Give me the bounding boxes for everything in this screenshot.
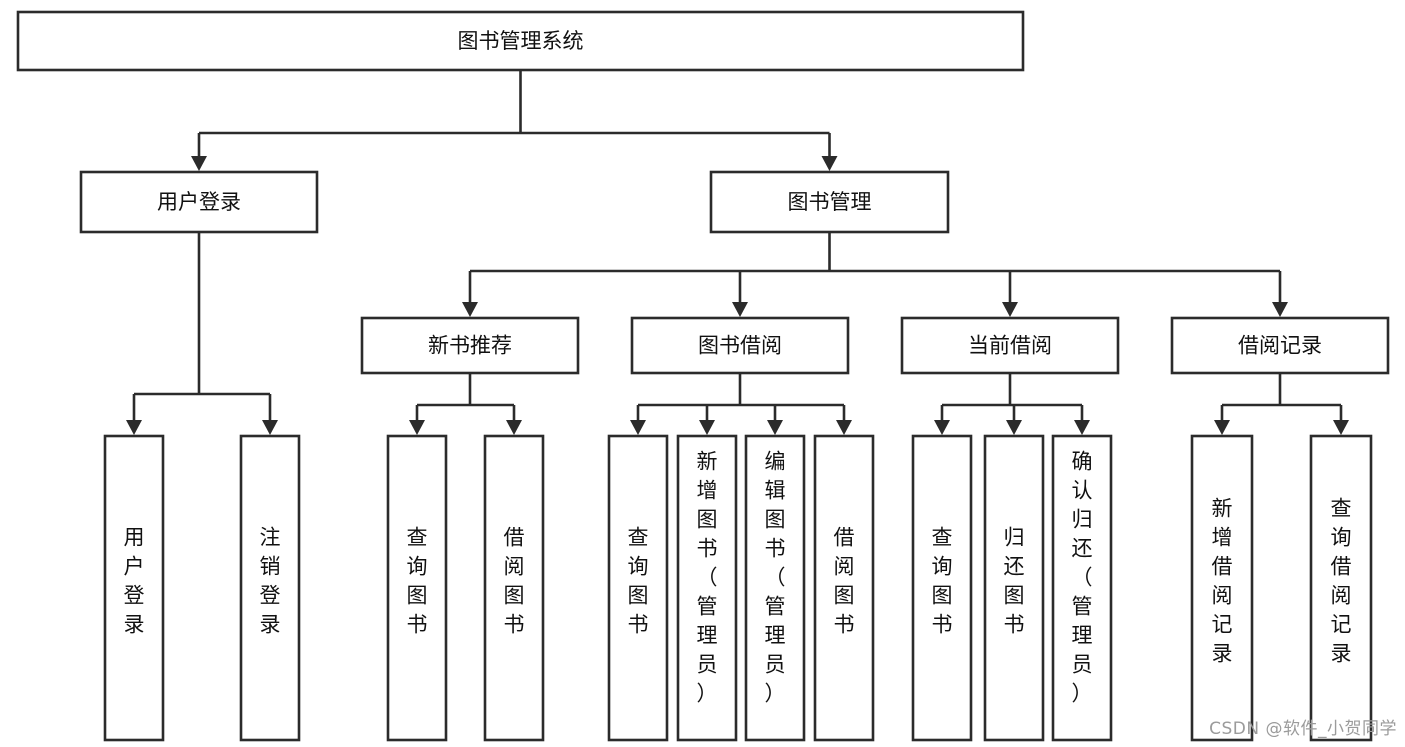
- node-label-root: 图书管理系统: [458, 29, 584, 53]
- node-box-current-borrow[interactable]: [900, 316, 1120, 375]
- connector-group-book-borrow: [630, 373, 852, 435]
- connector-group-new-book-rec: [409, 373, 522, 435]
- node-layer: 图书管理系统用户登录图书管理新书推荐图书借阅当前借阅借阅记录用户登录注销登录查询…: [16, 10, 1390, 742]
- node-leaf-add-book[interactable]: 新增图书（管理员）: [676, 434, 738, 742]
- connector-group-current-borrow: [934, 373, 1090, 435]
- arrow-head-icon: [126, 420, 142, 435]
- arrow-head-icon: [699, 420, 715, 435]
- node-label-user-login: 用户登录: [157, 190, 241, 214]
- node-label-leaf-borrow-book-1: 借阅图书: [504, 526, 525, 637]
- node-leaf-logout[interactable]: 注销登录: [239, 434, 301, 742]
- node-leaf-add-record[interactable]: 新增借阅记录: [1190, 434, 1254, 742]
- node-leaf-query-record[interactable]: 查询借阅记录: [1309, 434, 1373, 742]
- arrow-head-icon: [732, 302, 748, 317]
- node-label-leaf-add-record: 新增借阅记录: [1212, 497, 1233, 666]
- arrow-head-icon: [836, 420, 852, 435]
- csdn-watermark: CSDN @软件_小贺同学: [1209, 719, 1397, 739]
- node-label-borrow-record: 借阅记录: [1238, 334, 1322, 358]
- node-box-leaf-query-record[interactable]: [1309, 434, 1373, 742]
- arrow-head-icon: [1002, 302, 1018, 317]
- node-box-root[interactable]: [16, 10, 1025, 72]
- node-book-borrow[interactable]: 图书借阅: [630, 316, 850, 375]
- node-book-manage[interactable]: 图书管理: [709, 170, 950, 234]
- node-box-leaf-confirm-return[interactable]: [1051, 434, 1113, 742]
- node-box-new-book-rec[interactable]: [360, 316, 580, 375]
- node-label-book-manage: 图书管理: [788, 190, 872, 214]
- arrow-head-icon: [409, 420, 425, 435]
- node-label-current-borrow: 当前借阅: [968, 334, 1052, 358]
- connector-group-root: [191, 70, 838, 171]
- arrow-head-icon: [262, 420, 278, 435]
- arrow-head-icon: [191, 156, 207, 171]
- arrow-head-icon: [1006, 420, 1022, 435]
- node-label-leaf-add-book: 新增图书（管理员）: [697, 450, 718, 706]
- node-box-leaf-query-book-1[interactable]: [386, 434, 448, 742]
- node-leaf-user-login[interactable]: 用户登录: [103, 434, 165, 742]
- node-new-book-rec[interactable]: 新书推荐: [360, 316, 580, 375]
- node-box-book-borrow[interactable]: [630, 316, 850, 375]
- node-label-leaf-user-login: 用户登录: [124, 526, 145, 637]
- node-label-leaf-query-book-1: 查询图书: [407, 526, 428, 637]
- node-box-leaf-return-book[interactable]: [983, 434, 1045, 742]
- node-box-leaf-edit-book[interactable]: [744, 434, 806, 742]
- node-box-leaf-query-book-2[interactable]: [607, 434, 669, 742]
- node-root[interactable]: 图书管理系统: [16, 10, 1025, 72]
- node-leaf-query-book-2[interactable]: 查询图书: [607, 434, 669, 742]
- node-box-leaf-add-record[interactable]: [1190, 434, 1254, 742]
- node-box-leaf-user-login[interactable]: [103, 434, 165, 742]
- connector-group-borrow-record: [1214, 373, 1349, 435]
- node-leaf-edit-book[interactable]: 编辑图书（管理员）: [744, 434, 806, 742]
- arrow-head-icon: [767, 420, 783, 435]
- node-leaf-borrow-book-2[interactable]: 借阅图书: [813, 434, 875, 742]
- node-box-leaf-borrow-book-2[interactable]: [813, 434, 875, 742]
- connector-layer: [126, 70, 1349, 435]
- arrow-head-icon: [1074, 420, 1090, 435]
- node-box-user-login[interactable]: [79, 170, 319, 234]
- connector-group-book-manage: [462, 232, 1288, 317]
- arrow-head-icon: [1214, 420, 1230, 435]
- node-label-leaf-edit-book: 编辑图书（管理员）: [765, 450, 786, 706]
- node-label-leaf-logout: 注销登录: [260, 526, 281, 637]
- node-leaf-query-book-3[interactable]: 查询图书: [911, 434, 973, 742]
- node-label-new-book-rec: 新书推荐: [428, 334, 512, 358]
- node-borrow-record[interactable]: 借阅记录: [1170, 316, 1390, 375]
- node-label-leaf-query-book-3: 查询图书: [932, 526, 953, 637]
- connector-group-user-login: [126, 232, 278, 435]
- node-box-leaf-query-book-3[interactable]: [911, 434, 973, 742]
- node-leaf-confirm-return[interactable]: 确认归还（管理员）: [1051, 434, 1113, 742]
- arrow-head-icon: [462, 302, 478, 317]
- arrow-head-icon: [1333, 420, 1349, 435]
- node-label-leaf-borrow-book-2: 借阅图书: [834, 526, 855, 637]
- node-box-borrow-record[interactable]: [1170, 316, 1390, 375]
- node-label-leaf-query-record: 查询借阅记录: [1331, 497, 1352, 666]
- node-leaf-return-book[interactable]: 归还图书: [983, 434, 1045, 742]
- arrow-head-icon: [506, 420, 522, 435]
- node-label-leaf-return-book: 归还图书: [1004, 526, 1025, 637]
- node-current-borrow[interactable]: 当前借阅: [900, 316, 1120, 375]
- node-label-leaf-confirm-return: 确认归还（管理员）: [1072, 450, 1093, 706]
- node-leaf-query-book-1[interactable]: 查询图书: [386, 434, 448, 742]
- arrow-head-icon: [821, 156, 838, 171]
- node-label-leaf-query-book-2: 查询图书: [628, 526, 649, 637]
- node-leaf-borrow-book-1[interactable]: 借阅图书: [483, 434, 545, 742]
- node-box-leaf-logout[interactable]: [239, 434, 301, 742]
- arrow-head-icon: [1272, 302, 1288, 317]
- node-box-leaf-add-book[interactable]: [676, 434, 738, 742]
- node-box-book-manage[interactable]: [709, 170, 950, 234]
- arrow-head-icon: [630, 420, 646, 435]
- node-label-book-borrow: 图书借阅: [698, 334, 782, 358]
- node-user-login[interactable]: 用户登录: [79, 170, 319, 234]
- node-box-leaf-borrow-book-1[interactable]: [483, 434, 545, 742]
- arrow-head-icon: [934, 420, 950, 435]
